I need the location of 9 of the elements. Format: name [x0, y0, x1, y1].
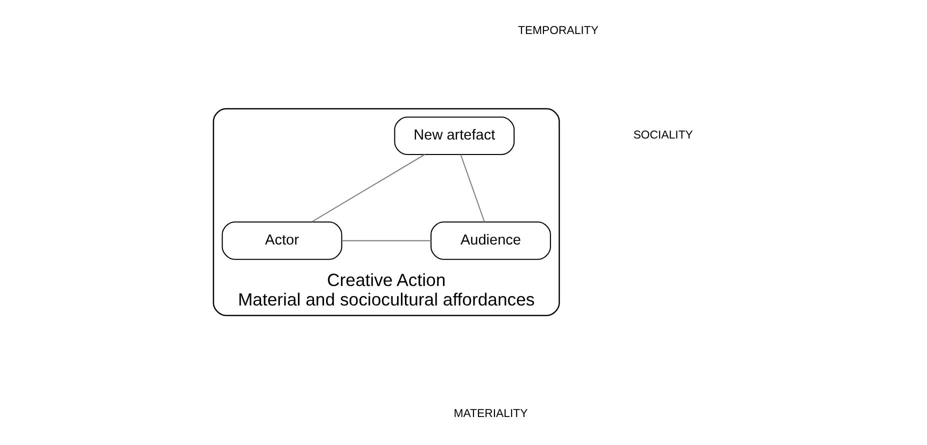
label: TEMPORALITY	[517, 24, 598, 37]
node-box: New artefact	[394, 116, 514, 155]
connector	[460, 154, 484, 222]
label: MATERIALITY	[453, 408, 528, 420]
connector	[311, 154, 425, 222]
label: SOCIALITY	[632, 130, 692, 142]
connector	[341, 240, 430, 242]
node-box: Audience	[430, 221, 550, 260]
node-box: Actor	[221, 221, 342, 260]
